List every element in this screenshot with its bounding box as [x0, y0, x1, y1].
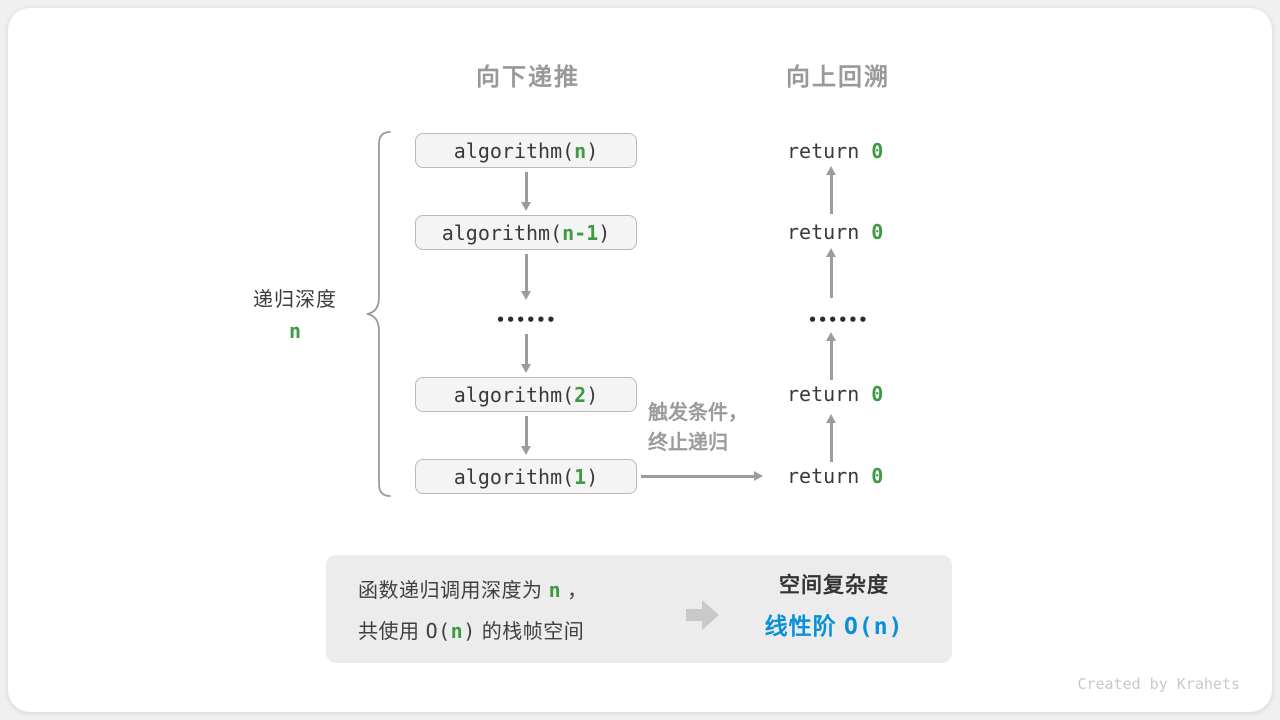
- depth-label: 递归深度: [253, 289, 337, 311]
- code-arg: n: [574, 138, 587, 163]
- trigger-note: 触发条件， 终止递归: [648, 398, 798, 458]
- summary-text-part: ，: [561, 580, 588, 602]
- algorithm-call-box: algorithm(n): [415, 133, 637, 168]
- return-statement: return 0: [787, 464, 947, 488]
- code-arg: 1: [574, 464, 587, 489]
- summary-n: n: [450, 619, 464, 643]
- summary-n: n: [548, 578, 562, 602]
- code-text: algorithm(: [453, 382, 575, 407]
- arrow-down-icon: [521, 334, 531, 373]
- result-title: 空间复杂度: [779, 574, 889, 597]
- code-text: return: [787, 220, 872, 244]
- return-statement: return 0: [787, 220, 947, 244]
- code-arg: n-1: [562, 220, 599, 245]
- arrow-down-icon: [521, 172, 531, 211]
- return-value: 0: [871, 382, 884, 406]
- arrow-up-icon: [826, 248, 836, 298]
- return-value: 0: [871, 464, 884, 488]
- arrow-up-icon: [826, 332, 836, 380]
- code-text: ): [586, 138, 599, 163]
- depth-value: n: [288, 319, 302, 343]
- return-statement: return 0: [787, 382, 947, 406]
- return-value: 0: [871, 220, 884, 244]
- ellipsis-left: ••••••: [495, 311, 557, 329]
- summary-text: 函数递归调用深度为 n ， 共使用 O(n) 的栈帧空间: [358, 570, 588, 652]
- arrow-down-icon: [521, 254, 531, 300]
- code-text: return: [787, 382, 872, 406]
- code-text: algorithm(: [453, 138, 575, 163]
- arrow-up-icon: [826, 166, 836, 214]
- complexity-result: 空间复杂度 线性阶 O(n): [722, 572, 946, 643]
- arrow-down-icon: [521, 416, 531, 455]
- code-text: ): [586, 382, 599, 407]
- return-value: 0: [871, 139, 884, 163]
- arrow-right-icon: [641, 471, 763, 481]
- algorithm-call-box: algorithm(n-1): [415, 215, 637, 250]
- return-statement: return 0: [787, 139, 947, 163]
- arrow-up-icon: [826, 414, 836, 462]
- header-recurse-down: 向下递推: [476, 64, 580, 91]
- algorithm-call-box: algorithm(1): [415, 459, 637, 494]
- big-o-open: O(: [425, 619, 451, 643]
- trigger-note-line2: 终止递归: [648, 432, 728, 454]
- block-arrow-icon: [686, 600, 719, 630]
- code-text: ): [598, 220, 611, 245]
- credit-label: Created by Krahets: [1077, 675, 1240, 693]
- summary-line2: 共使用 O(n) 的栈帧空间: [358, 611, 588, 652]
- ellipsis-right: ••••••: [807, 311, 869, 329]
- algorithm-call-box: algorithm(2): [415, 377, 637, 412]
- code-text: algorithm(: [453, 464, 575, 489]
- summary-text-part: 共使用: [358, 621, 426, 643]
- big-o-close: ): [888, 614, 904, 640]
- code-arg: 2: [574, 382, 587, 407]
- big-o-open: O(: [843, 614, 874, 640]
- code-text: return: [787, 464, 872, 488]
- code-text: algorithm(: [441, 220, 563, 245]
- code-text: return: [787, 139, 872, 163]
- summary-panel: 函数递归调用深度为 n ， 共使用 O(n) 的栈帧空间 空间复杂度 线性阶 O…: [326, 555, 952, 663]
- trigger-note-line1: 触发条件，: [648, 402, 748, 424]
- summary-text-part: 函数递归调用深度为: [358, 580, 549, 602]
- code-text: ): [586, 464, 599, 489]
- result-n: n: [873, 614, 889, 640]
- result-text-part: 线性阶: [764, 613, 844, 639]
- header-backtrack-up: 向上回溯: [786, 64, 890, 91]
- summary-text-part: 的栈帧空间: [475, 621, 585, 643]
- big-o-close: ): [463, 619, 476, 643]
- summary-line1: 函数递归调用深度为 n ，: [358, 570, 588, 611]
- result-value: 线性阶 O(n): [722, 610, 946, 643]
- depth-brace: [366, 131, 391, 497]
